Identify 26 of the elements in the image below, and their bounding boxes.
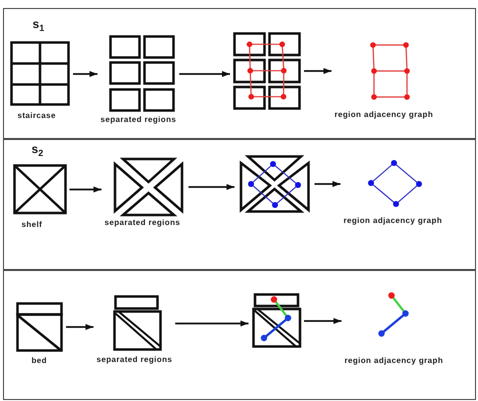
section-label: s$_{2}$ (32, 142, 44, 156)
node-label: region adjacency graph (334, 110, 434, 119)
arrow (70, 186, 102, 192)
arrow (73, 71, 98, 77)
panel (3, 270, 476, 400)
arrow (66, 324, 94, 330)
arrow (304, 68, 332, 74)
node-label: separated regions (96, 355, 172, 364)
panel (3, 139, 476, 270)
rectangles-with-graph-drawing (233, 32, 301, 110)
node-label: separated regions (100, 114, 176, 124)
node-label: separated regions (104, 218, 180, 227)
node-label: shelf (22, 220, 42, 229)
node-label: region adjacency graph (344, 356, 444, 364)
triangles-with-graph-drawing (238, 154, 312, 214)
arrow (304, 318, 342, 324)
arrow (314, 181, 340, 187)
arrow (179, 71, 230, 77)
section-label: s$_{1}$ (32, 16, 44, 30)
node-label: region adjacency graph (344, 216, 442, 225)
arrow (175, 320, 248, 326)
node-label: bed (32, 356, 47, 364)
bed-parts-with-graph-drawing (252, 293, 301, 348)
panel (3, 8, 476, 139)
node-label: staircase (18, 111, 56, 120)
arrow (188, 184, 234, 190)
